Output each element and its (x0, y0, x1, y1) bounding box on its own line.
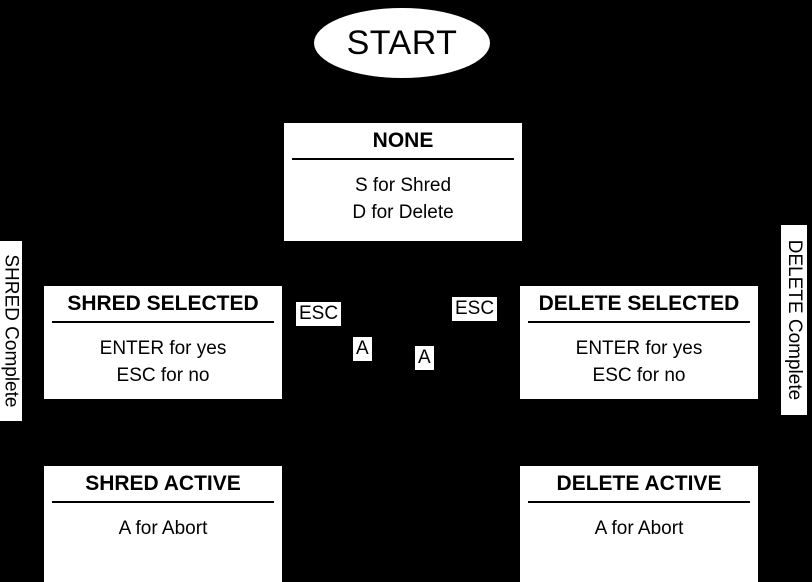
state-line-delete-active-0: A for Abort (594, 517, 684, 539)
state-node-none[interactable]: NONE S for Shred D for Delete (284, 123, 522, 241)
state-line-delete-selected-1: ESC for no (592, 365, 686, 387)
state-title-container-delete-active: DELETE ACTIVE (528, 466, 750, 503)
state-line-delete-selected-0: ENTER for yes (575, 337, 703, 359)
state-title-none: NONE (372, 129, 434, 152)
state-title-delete-active: DELETE ACTIVE (556, 472, 722, 495)
state-node-delete-selected[interactable]: DELETE SELECTED ENTER for yes ESC for no (520, 286, 758, 399)
state-title-shred-active: SHRED ACTIVE (85, 472, 241, 495)
state-body-delete-selected: ENTER for yes ESC for no (520, 323, 758, 399)
start-node-label: START (346, 24, 458, 62)
edge-shred-selected-to-shred-active (162, 399, 164, 466)
edge-label-esc-delete: ESC (452, 297, 498, 321)
edge-label-shred-complete-text: SHRED Complete (0, 254, 22, 408)
state-body-shred-selected: ENTER for yes ESC for no (44, 323, 282, 399)
edge-label-delete-complete: DELETE Complete (781, 225, 807, 415)
state-title-container-shred-active: SHRED ACTIVE (52, 466, 274, 503)
edge-none-to-shred-selected (162, 241, 164, 286)
edge-label-esc-shred: ESC (296, 302, 342, 326)
state-body-shred-active: A for Abort (44, 503, 282, 582)
state-line-shred-selected-1: ESC for no (116, 365, 210, 387)
state-line-none-0: S for Shred (354, 174, 452, 196)
state-title-shred-selected: SHRED SELECTED (67, 292, 259, 315)
start-node[interactable]: START (314, 8, 490, 78)
state-line-none-1: D for Delete (352, 202, 454, 224)
state-node-shred-active[interactable]: SHRED ACTIVE A for Abort (44, 466, 282, 582)
edge-shred-abort-return (281, 340, 361, 342)
state-title-delete-selected: DELETE SELECTED (538, 292, 740, 315)
state-node-shred-selected[interactable]: SHRED SELECTED ENTER for yes ESC for no (44, 286, 282, 399)
state-title-container-none: NONE (292, 123, 514, 160)
state-title-container-delete-selected: DELETE SELECTED (528, 286, 750, 323)
edge-label-abort-shred: A (353, 337, 372, 361)
edge-delete-abort-return (423, 358, 520, 360)
state-line-shred-selected-0: ENTER for yes (99, 337, 227, 359)
state-title-container-shred-selected: SHRED SELECTED (52, 286, 274, 323)
edge-none-to-delete-selected (637, 241, 639, 286)
state-body-none: S for Shred D for Delete (284, 160, 522, 241)
edge-label-shred-complete: SHRED Complete (0, 241, 22, 421)
state-node-delete-active[interactable]: DELETE ACTIVE A for Abort (520, 466, 758, 582)
edge-label-delete-complete-text: DELETE Complete (783, 239, 805, 401)
edge-delete-selected-to-delete-active (637, 399, 639, 466)
state-body-delete-active: A for Abort (520, 503, 758, 582)
state-line-shred-active-0: A for Abort (118, 517, 208, 539)
edge-start-to-none (401, 78, 403, 123)
edge-label-abort-delete: A (415, 346, 434, 370)
